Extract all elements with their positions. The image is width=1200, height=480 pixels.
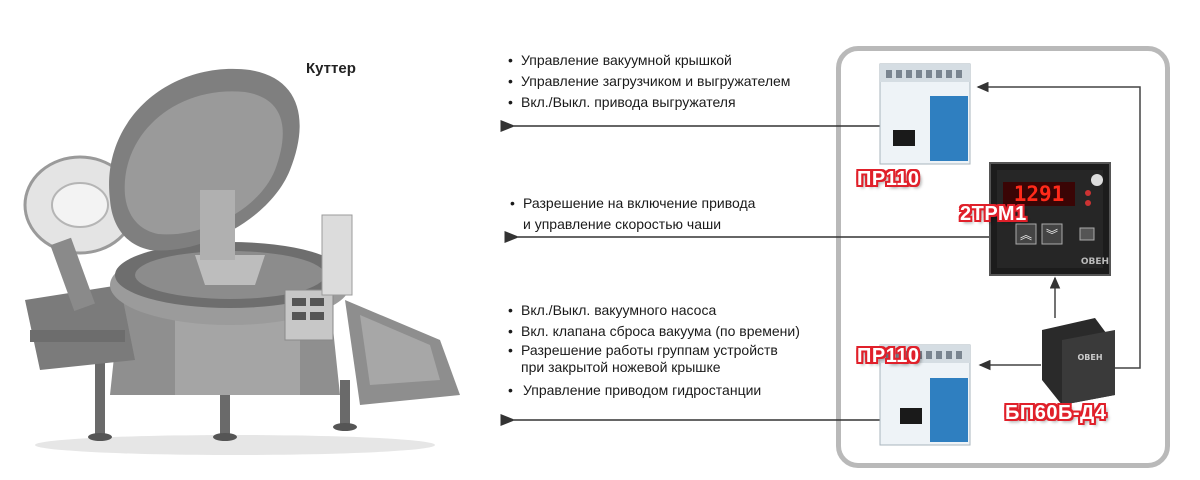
bullet-continuation: при закрытой ножевой крышке <box>521 359 721 375</box>
devices-panel <box>836 46 1170 468</box>
bullet-item: Управление приводом гидростанции <box>508 380 800 401</box>
label-pr110-top: ПР110 <box>857 168 920 190</box>
bullet-list-bottom: Вкл./Выкл. вакуумного насоса Вкл. клапан… <box>508 300 800 401</box>
bullet-item: Управление вакуумной крышкой <box>508 50 790 71</box>
bullet-item: Разрешение работы группам устройств <box>508 342 800 359</box>
bullet-list-top: Управление вакуумной крышкой Управление … <box>508 50 790 113</box>
bullet-item: Вкл. клапана сброса вакуума (по времени) <box>508 321 800 342</box>
bullet-item: Вкл./Выкл. привода выгружателя <box>508 92 790 113</box>
machine-title: Куттер <box>306 60 356 77</box>
bullet-continuation: и управление скоростью чаши <box>523 216 722 232</box>
bullet-list-mid: Разрешение на включение привода и управл… <box>510 193 755 235</box>
cutter-machine-image <box>23 68 460 455</box>
bullet-item: Вкл./Выкл. вакуумного насоса <box>508 300 800 321</box>
bullet-item: Разрешение на включение привода <box>510 193 755 214</box>
bullet-item: Управление загрузчиком и выгружателем <box>508 71 790 92</box>
label-bp60b-d4: БП60Б-Д4 <box>1005 402 1107 424</box>
label-pr110-bottom: ПР110 <box>857 345 920 367</box>
label-2trm1: 2ТРМ1 <box>960 203 1027 225</box>
